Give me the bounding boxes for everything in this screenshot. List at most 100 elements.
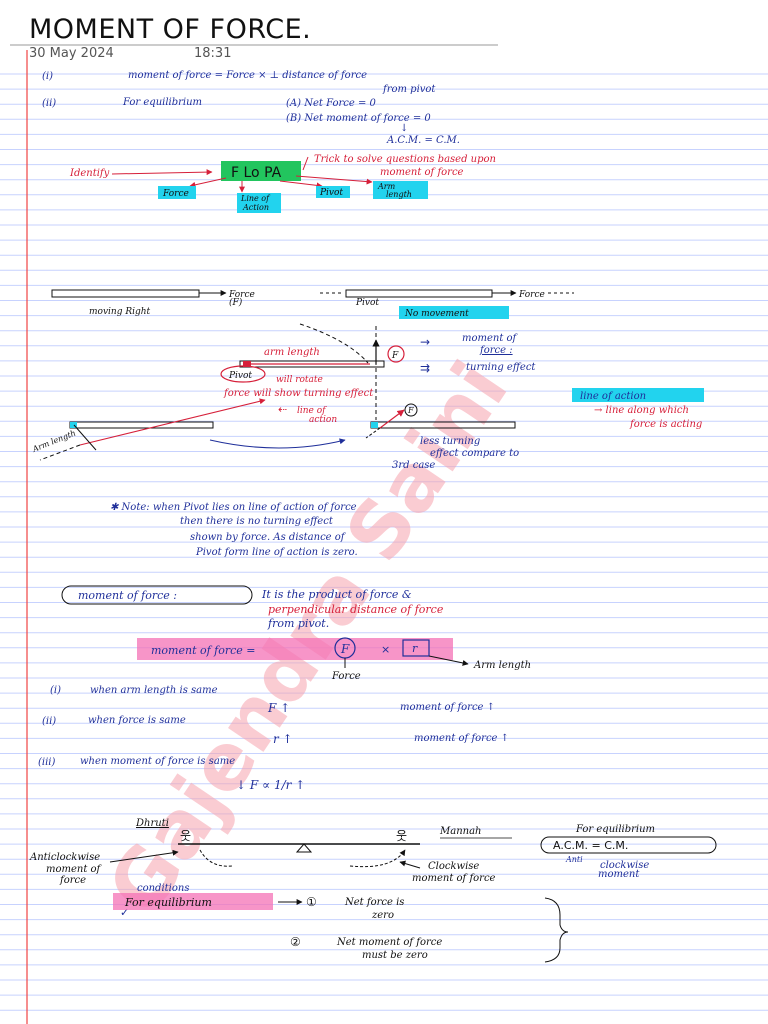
acm-cm-frame	[540, 836, 717, 854]
line-of-action-title: line of action	[580, 391, 646, 402]
formula-label: moment of force =	[151, 644, 256, 657]
force-label-2: Force	[518, 290, 545, 300]
case2-moment: moment of force ↑	[414, 733, 509, 744]
formula-force-symbol: F	[340, 642, 350, 656]
pivot-circle	[220, 365, 266, 383]
condition2-line2: must be zero	[362, 950, 428, 961]
line1-text: moment of force = Force × ⊥ distance of …	[128, 70, 367, 81]
less-turning-2: effect compare to	[430, 448, 519, 459]
branch-force-box	[158, 186, 196, 199]
force-label-1: Force	[228, 290, 255, 300]
note-time: 18:31	[194, 46, 231, 61]
bar-moving	[51, 289, 200, 298]
branch-arrow-pivot	[279, 180, 323, 189]
moment-definition-3: from pivot.	[267, 617, 329, 630]
force-circle	[387, 345, 405, 363]
ruled-lines	[0, 73, 768, 1011]
conditions-label: conditions	[137, 883, 189, 894]
line2-number: (ii)	[42, 98, 56, 109]
case2-arm: r ↑	[273, 732, 293, 746]
will-rotate-label: will rotate	[276, 375, 323, 385]
formula-highlight	[137, 638, 453, 660]
equilibrium-highlight	[113, 893, 273, 910]
formula-arm-caption: Arm length	[473, 660, 531, 671]
no-movement-label: No movement	[404, 309, 469, 319]
branch-arrow-force	[189, 177, 227, 188]
bar-pivoted	[345, 289, 493, 298]
acm-cm-text: A.C.M. = C.M.	[553, 839, 628, 852]
line-of-action-def-2: force is acting	[629, 419, 702, 430]
case2-text: when force is same	[88, 715, 186, 726]
formula-arm-box	[402, 639, 430, 657]
condition2-line1: Net moment of force	[336, 937, 442, 948]
flopa-highlight	[221, 161, 301, 181]
branch-arm-2: length	[386, 190, 412, 199]
case3-text: when moment of force is same	[80, 756, 235, 767]
condition1-number: ①	[306, 895, 317, 909]
trick-text-line2: moment of force	[380, 167, 464, 178]
moment-definition-1: It is the product of force &	[261, 588, 412, 601]
no-movement-box	[399, 306, 509, 319]
trick-bracket	[302, 156, 309, 171]
clockwise-1: Clockwise	[428, 861, 479, 872]
formula-arm-symbol: r	[412, 642, 418, 655]
moment-definition-2: perpendicular distance of force	[268, 603, 444, 616]
condition1-line1: Net force is	[344, 897, 404, 908]
acm-sub: Anti	[565, 855, 583, 864]
line-of-action-red-2: action	[309, 415, 337, 425]
cm-sub-1: clockwise	[600, 860, 649, 871]
force-circle-label: F	[391, 351, 399, 361]
equilibrium-box-label: For equilibrium	[124, 896, 212, 909]
branch-arm-1: Arm	[377, 182, 396, 191]
less-turning-1: less turning	[420, 436, 480, 447]
condition1-line2: zero	[371, 910, 394, 921]
anticlockwise-2: moment of	[46, 864, 103, 875]
moment-definition-label: moment of force :	[78, 589, 177, 602]
line2-result: A.C.M. = C.M.	[386, 135, 460, 146]
line-of-action-def-1: → line along which	[594, 405, 689, 416]
pivot-marker-2	[70, 422, 77, 428]
line2-condition-b: (B) Net moment of force = 0	[286, 113, 431, 124]
note-line-4: Pivot form line of action is zero.	[195, 547, 358, 558]
note-date: 30 May 2024	[29, 46, 114, 61]
formula-force-caption: Force	[331, 671, 361, 682]
line2-condition-a: (A) Net Force = 0	[286, 98, 377, 109]
arrow-to-next-diagram	[209, 438, 346, 449]
conditions-check: ✓	[120, 906, 129, 919]
clockwise-pointer	[399, 860, 421, 869]
note-line-2: then there is no turning effect	[180, 516, 334, 527]
small-angle-force	[379, 409, 405, 429]
force-circle-2-label: F	[407, 406, 414, 415]
force-circle-2	[404, 403, 418, 417]
case1-number: (i)	[50, 685, 61, 696]
case3-number: (iii)	[38, 757, 55, 768]
case2-number: (ii)	[42, 716, 56, 727]
inclined-force-arrow	[79, 398, 266, 446]
inclined-force-extension	[39, 444, 81, 461]
branch-line-of-action-2: Action	[242, 203, 269, 212]
pivot-circle-label: Pivot	[228, 371, 252, 381]
bar-inclined-force	[69, 421, 214, 429]
line-of-action-red-1: line of	[297, 406, 327, 416]
case3-relation: ↓ F ∝ 1/r ↑	[236, 778, 305, 792]
line-of-action-pointer: ⇠	[278, 403, 287, 416]
clockwise-arc	[349, 849, 406, 868]
bar-rotating	[239, 360, 385, 368]
anticlockwise-1: Anticlockwise	[29, 852, 100, 863]
right-person-figure: 웃	[396, 829, 407, 843]
left-person-name: Dhruti	[135, 818, 169, 829]
trick-text-line1: Trick to solve questions based upon	[314, 154, 496, 165]
moment-definition-frame	[61, 585, 253, 605]
condition2-number: ②	[290, 935, 301, 949]
right-person-name: Mannah	[439, 826, 481, 837]
branch-arm-length-box	[373, 181, 428, 199]
seesaw-fulcrum	[295, 843, 313, 853]
conditions-brace	[544, 897, 569, 963]
pivot-marker-3	[371, 422, 378, 428]
formula-arm-arrow	[428, 655, 469, 666]
note-line-1: ✱ Note: when Pivot lies on line of actio…	[110, 502, 357, 513]
clockwise-2: moment of force	[412, 873, 496, 884]
page-title: MOMENT OF FORCE.	[29, 14, 311, 45]
equivalent-arrow: ⇉	[420, 361, 430, 375]
pivot-marker	[243, 361, 251, 367]
